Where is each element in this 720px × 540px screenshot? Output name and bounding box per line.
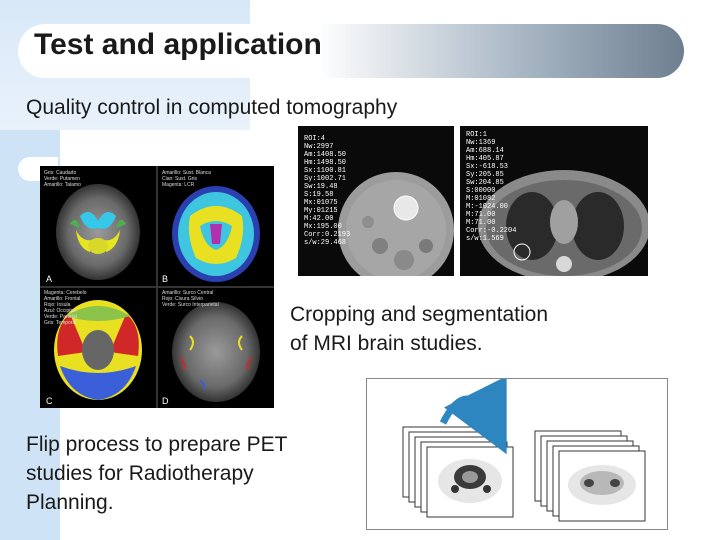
panel-b-legend-3: Magenta: LCR	[162, 182, 195, 188]
brain-panel-c: Magenta: Cerebelo Amarillo: Frontal Rojo…	[44, 290, 142, 406]
ct-right-readout: ROI:1 Nw:1369 Am:688.14 Hm:405.87 Sx:-61…	[466, 131, 516, 243]
mri-caption: Cropping and segmentation of MRI brain s…	[290, 300, 548, 358]
ct-right-line: Sy:205.85	[466, 171, 504, 179]
ct-left-line: Sy:1002.71	[304, 175, 346, 183]
brain-panel-b: Amarillo: Sust. Blanca Cian: Sust. Gris …	[162, 170, 260, 284]
ct-left-line: Mx:195.00	[304, 223, 342, 231]
panel-d-legend-3: Verde: Surco Interparietal	[162, 302, 219, 308]
ct-right-line: Sx:-618.53	[466, 163, 508, 171]
panel-b-legend-1: Amarillo: Sust. Blanca	[162, 170, 211, 176]
ct-right-line: S:00000	[466, 187, 495, 195]
ct-right-line: M:71.00	[466, 219, 495, 227]
panel-d-legend-2: Rojo: Cisura Silvio	[162, 296, 203, 302]
ct-left-line: Nw:2997	[304, 143, 333, 151]
panel-b-letter: B	[162, 274, 168, 284]
mri-caption-line2: of MRI brain studies.	[290, 332, 483, 355]
panel-a-legend-1: Gris: Caudado	[44, 170, 76, 176]
panel-c-legend-6: Gris: Temporal	[44, 320, 76, 326]
ct-right-line: Corr:-0.2204	[466, 227, 516, 235]
flip-arrow-icon	[439, 376, 507, 455]
pet-caption: Flip process to prepare PET studies for …	[26, 430, 287, 517]
panel-a-legend-2: Verde: Putamen	[44, 176, 80, 182]
panel-c-legend-5: Verde: Parietal	[44, 314, 77, 320]
panel-d-legend-1: Amarillo: Surco Central	[162, 290, 213, 296]
ct-left-line: Sw:19.48	[304, 183, 338, 191]
title-bar	[18, 24, 684, 78]
ct-right-line: M:71.00	[466, 211, 495, 219]
brain-panel-d: Amarillo: Surco Central Rojo: Cisura Sil…	[162, 290, 260, 406]
ct-left-line: Am:1408.50	[304, 151, 346, 159]
ct-left-line: Sx:1100.81	[304, 167, 346, 175]
pet-caption-line2: studies for Radiotherapy	[26, 462, 254, 485]
ct-left-line: s/w:29.468	[304, 239, 346, 247]
ct-right-line: M:01082	[466, 195, 495, 203]
ct-thorax-image: ROI:1 Nw:1369 Am:688.14 Hm:405.87 Sx:-61…	[460, 126, 650, 282]
slide-subtitle: Quality control in computed tomography	[26, 96, 398, 119]
ct-left-line: M:42.00	[304, 215, 333, 223]
ct-right-line: M:-1024.00	[466, 203, 508, 211]
ct-right-line: ROI:1	[466, 131, 487, 139]
ct-right-line: s/w:1.569	[466, 235, 504, 243]
panel-c-legend-2: Amarillo: Frontal	[44, 296, 80, 302]
ct-left-line: Mx:01075	[304, 199, 338, 207]
panel-d-letter: D	[162, 396, 169, 406]
pet-caption-line3: Planning.	[26, 491, 114, 514]
mri-segmentation-image: Gris: Caudado Verde: Putamen Amarillo: T…	[40, 166, 274, 408]
pet-flip-diagram	[366, 376, 668, 530]
pet-caption-line1: Flip process to prepare PET	[26, 433, 288, 456]
panel-c-legend-1: Magenta: Cerebelo	[44, 290, 87, 296]
panel-a-legend-3: Amarillo: Talamo	[44, 182, 81, 188]
ct-right-line: Sw:204.85	[466, 179, 504, 187]
pet-stack-original	[402, 426, 514, 518]
ct-right-line: Nw:1369	[466, 139, 495, 147]
ct-left-line: S:19.58	[304, 191, 333, 199]
slide-title: Test and application	[34, 28, 322, 61]
panel-b-legend-2: Cian: Sust. Gris	[162, 176, 198, 182]
ct-right-line: Hm:405.87	[466, 155, 504, 163]
ct-right-line: Am:688.14	[466, 147, 504, 155]
ct-left-readout: ROI:4 Nw:2997 Am:1408.50 Hm:1498.50 Sx:1…	[304, 135, 350, 247]
pet-stack-flipped	[534, 430, 646, 522]
panel-a-letter: A	[46, 274, 52, 284]
ct-phantom-image: ROI:4 Nw:2997 Am:1408.50 Hm:1498.50 Sx:1…	[298, 126, 454, 288]
panel-c-legend-3: Rojo: Insula	[44, 302, 71, 308]
ct-left-line: Corr:0.2193	[304, 231, 350, 239]
panel-c-letter: C	[46, 396, 53, 406]
ct-left-line: ROI:4	[304, 135, 325, 143]
panel-c-legend-4: Azul: Occipital	[44, 308, 76, 314]
ct-left-line: Hm:1498.50	[304, 159, 346, 167]
mri-caption-line1: Cropping and segmentation	[290, 303, 549, 326]
brain-panel-a: Gris: Caudado Verde: Putamen Amarillo: T…	[44, 170, 140, 284]
ct-left-line: My:01215	[304, 207, 338, 215]
